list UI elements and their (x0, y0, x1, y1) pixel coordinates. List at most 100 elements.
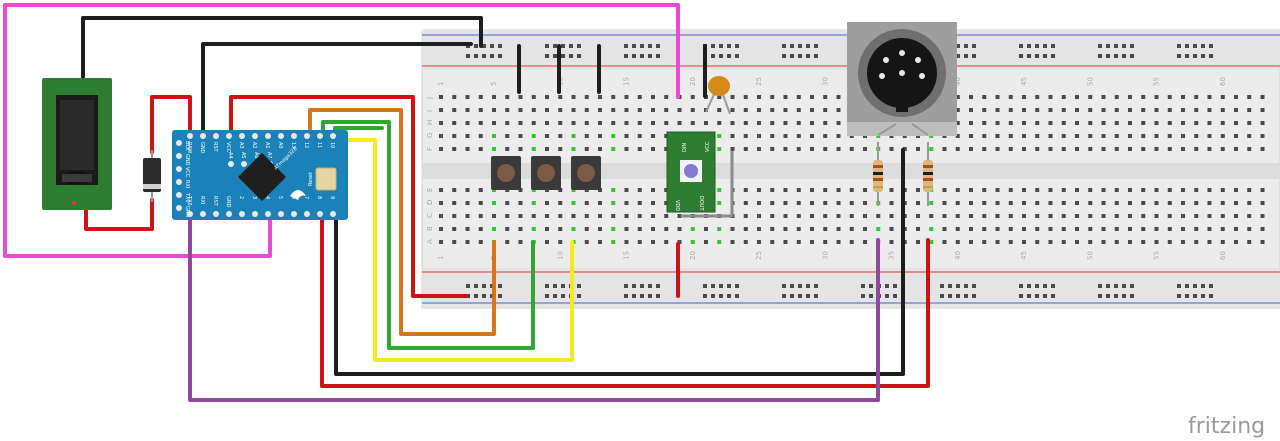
breadboard-hole (637, 227, 642, 231)
arduino-pin-pad (187, 133, 193, 139)
breadboard-hole (823, 214, 828, 218)
push-button-2[interactable] (531, 156, 561, 190)
breadboard-hole (632, 44, 636, 48)
push-button-3[interactable] (571, 156, 601, 190)
breadboard-hole (611, 121, 616, 125)
breadboard-hole (1154, 147, 1159, 151)
breadboard-hole (1114, 214, 1119, 218)
arduino-pin-pad (228, 161, 234, 167)
breadboard-hole (969, 147, 973, 151)
breadboard-hole (972, 44, 976, 48)
breadboard-hole (955, 134, 960, 138)
breadboard-hole (982, 214, 987, 218)
breadboard-hole (798, 284, 802, 288)
arduino-pin-label: GND (184, 154, 190, 166)
breadboard-hole (584, 134, 589, 138)
breadboard-hole (810, 240, 814, 244)
breadboard-hole (1088, 227, 1093, 231)
breadboard-hole (823, 134, 828, 138)
breadboard-column-number: 1 (437, 256, 445, 260)
breadboard-hole (955, 95, 960, 99)
breadboard-hole (1114, 54, 1118, 58)
led-module: DIN VCC VDD DOUT (666, 131, 716, 213)
breadboard-hole (1027, 284, 1031, 288)
breadboard-hole (810, 121, 814, 125)
breadboard-hole (876, 227, 881, 231)
breadboard-hole (982, 188, 987, 192)
breadboard-hole (1260, 121, 1265, 125)
breadboard-hole (790, 54, 794, 58)
breadboard-hole (531, 201, 536, 205)
breadboard-hole (1194, 214, 1199, 218)
breadboard-hole (1128, 227, 1132, 231)
arduino-pin-label: 12 (303, 142, 309, 148)
breadboard-hole (439, 188, 443, 192)
breadboard-hole (719, 44, 723, 48)
breadboard-hole (717, 188, 722, 192)
breadboard-hole (624, 108, 629, 112)
breadboard-hole (1220, 134, 1225, 138)
breadboard-hole (1051, 44, 1055, 48)
breadboard-hole (1207, 188, 1212, 192)
breadboard-hole (810, 214, 814, 218)
breadboard-hole (598, 201, 602, 205)
breadboard-hole (637, 240, 642, 244)
reset-button[interactable] (315, 167, 337, 191)
breadboard-hole (1181, 214, 1185, 218)
breadboard-hole (1075, 240, 1079, 244)
breadboard-hole (584, 240, 589, 244)
breadboard-hole (1130, 54, 1134, 58)
breadboard-hole (783, 134, 788, 138)
push-button-1[interactable] (491, 156, 521, 190)
breadboard-column-number: 40 (954, 251, 962, 260)
breadboard-hole (1181, 121, 1185, 125)
breadboard-hole (717, 121, 722, 125)
breadboard-labels: 1155101015152020252530303535404045455050… (426, 77, 1227, 260)
breadboard-hole (452, 134, 457, 138)
arduino-pin-label: A2 (251, 142, 257, 149)
breadboard-hole (730, 227, 735, 231)
breadboard-hole (1247, 95, 1252, 99)
din-pins (879, 50, 925, 79)
breadboard-hole (719, 54, 723, 58)
breadboard-hole (1128, 188, 1132, 192)
breadboard-hole (955, 214, 960, 218)
breadboard-hole (558, 201, 563, 205)
breadboard-hole (982, 95, 987, 99)
breadboard-hole (1141, 121, 1146, 125)
breadboard-hole (598, 108, 602, 112)
breadboard-hole (1114, 121, 1119, 125)
breadboard-hole (478, 95, 483, 99)
breadboard-hole (439, 95, 443, 99)
breadboard-hole (1122, 54, 1126, 58)
breadboard-hole (1019, 294, 1023, 298)
breadboard-hole (1061, 121, 1066, 125)
breadboard-hole (531, 214, 536, 218)
arduino-pin-label: VCC (184, 167, 190, 178)
breadboard-hole (1128, 240, 1132, 244)
breadboard-hole (505, 134, 510, 138)
breadboard-hole (916, 240, 920, 244)
breadboard-hole (637, 201, 642, 205)
arduino-pin-label: RXI (184, 180, 190, 188)
breadboard-hole (1260, 201, 1265, 205)
breadboard-hole (545, 214, 549, 218)
breadboard-hole (757, 201, 761, 205)
breadboard-hole (1209, 294, 1213, 298)
breadboard-hole (869, 284, 873, 288)
arduino-pin-pad (252, 133, 258, 139)
breadboard-hole (711, 54, 715, 58)
breadboard-hole (584, 147, 589, 151)
breadboard-hole (770, 227, 775, 231)
breadboard-hole (558, 95, 563, 99)
breadboard-hole (1247, 147, 1252, 151)
breadboard-hole (955, 227, 960, 231)
breadboard-hole (656, 54, 660, 58)
breadboard-hole (1167, 134, 1172, 138)
breadboard-hole (770, 214, 775, 218)
breadboard-hole (651, 147, 655, 151)
breadboard-hole (796, 108, 801, 112)
breadboard-hole (498, 44, 502, 48)
breadboard-hole (1167, 188, 1172, 192)
